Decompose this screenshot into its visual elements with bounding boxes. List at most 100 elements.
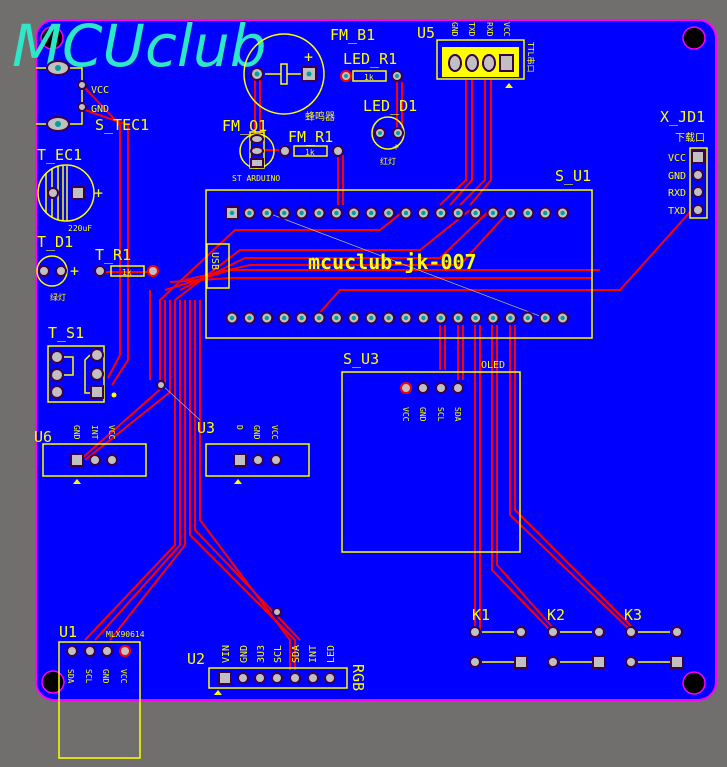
pad-hole <box>229 210 235 216</box>
svg-text:VCC: VCC <box>119 669 128 684</box>
svg-text:VCC: VCC <box>107 425 116 440</box>
svg-text:T_R1: T_R1 <box>95 246 131 264</box>
pad-hole <box>560 210 565 216</box>
k1-button[interactable]: K1 <box>469 606 528 669</box>
svg-text:GND: GND <box>668 171 686 182</box>
pad-hole <box>403 315 409 321</box>
x-jd1-download-port[interactable]: X_JD1 下载口 VCC GND RXD TXD <box>660 108 708 219</box>
svg-text:GND: GND <box>450 22 459 37</box>
svg-text:VCC: VCC <box>270 425 279 440</box>
pad-hole <box>247 315 252 321</box>
svg-text:U5: U5 <box>417 24 435 42</box>
traces <box>79 80 691 670</box>
ratsnest-lines <box>161 212 546 421</box>
svg-text:U6: U6 <box>34 428 52 446</box>
svg-text:D: D <box>235 425 244 430</box>
pad-hole <box>247 210 252 216</box>
svg-text:TXD: TXD <box>668 206 686 217</box>
svg-text:LED_D1: LED_D1 <box>363 97 417 115</box>
svg-text:绿灯: 绿灯 <box>50 292 66 302</box>
pad-hole <box>543 315 548 321</box>
pad-hole <box>386 315 391 321</box>
u2-rgb-module[interactable]: U2 VIN GND 3U3 SCL SDA INT LED RGB <box>187 645 367 695</box>
pad-hole <box>473 315 478 321</box>
svg-text:GND: GND <box>252 425 261 440</box>
svg-text:T_EC1: T_EC1 <box>37 146 82 164</box>
svg-text:OLED: OLED <box>481 360 505 371</box>
pad-hole <box>560 315 565 321</box>
s-tec1-component[interactable]: S_TEC1 VCC GND <box>36 60 149 134</box>
pad-hole <box>316 315 322 321</box>
pad-hole <box>351 315 356 321</box>
svg-text:S_TEC1: S_TEC1 <box>95 116 149 134</box>
led-d1-led[interactable]: LED_D1 + 红灯 <box>363 97 417 166</box>
pad-hole <box>334 315 339 321</box>
s-u3-oled[interactable]: S_U3 OLED VCC GND SCL SDA <box>341 350 521 553</box>
svg-text:INT: INT <box>90 425 99 440</box>
pad-hole <box>299 210 304 216</box>
svg-text:+: + <box>70 262 79 280</box>
svg-text:FM_B1: FM_B1 <box>330 26 375 44</box>
t-r1-resistor[interactable]: T_R1 1k <box>94 246 159 277</box>
pad-hole <box>508 210 513 216</box>
pad-hole <box>490 210 496 216</box>
svg-text:下载口: 下载口 <box>675 132 705 144</box>
pad-hole <box>264 315 269 321</box>
svg-text:VCC: VCC <box>401 407 410 422</box>
svg-text:LED: LED <box>326 645 337 663</box>
svg-text:K3: K3 <box>624 606 642 624</box>
t-s1-switch[interactable]: T_S1 <box>47 324 117 403</box>
svg-text:USB: USB <box>209 252 220 270</box>
pad-hole <box>386 210 391 216</box>
svg-text:+: + <box>393 142 399 153</box>
svg-text:mcuclub-jk-007: mcuclub-jk-007 <box>308 250 477 274</box>
pad-hole <box>369 315 374 321</box>
svg-text:T_S1: T_S1 <box>48 324 84 342</box>
svg-text:U3: U3 <box>197 419 215 437</box>
svg-text:S_U3: S_U3 <box>343 350 379 368</box>
svg-text:VCC: VCC <box>668 153 686 164</box>
t-ec1-capacitor[interactable]: T_EC1 + 220uF <box>37 146 103 233</box>
svg-text:FM_R1: FM_R1 <box>288 128 333 146</box>
u3-module[interactable]: U3 D GND VCC <box>197 419 310 484</box>
svg-text:1k: 1k <box>305 148 315 157</box>
svg-text:1k: 1k <box>364 73 374 82</box>
pad-hole <box>438 315 443 321</box>
k2-button[interactable]: K2 <box>547 606 606 669</box>
t-d1-led[interactable]: T_D1 + 绿灯 <box>36 233 79 302</box>
pad-hole <box>282 210 287 216</box>
svg-text:GND: GND <box>72 425 81 440</box>
u1-mlx90614-sensor[interactable]: U1 MLX90614 SDA SCL GND VCC <box>58 623 145 759</box>
pad-hole <box>456 315 461 321</box>
pad-hole <box>438 210 443 216</box>
svg-text:SCL: SCL <box>273 645 284 663</box>
svg-text:TXD: TXD <box>467 22 476 37</box>
k3-button[interactable]: K3 <box>624 606 684 669</box>
svg-text:TTL串口: TTL串口 <box>526 42 535 72</box>
pad-hole <box>316 210 322 216</box>
s-u1-arduino-module[interactable]: S_U1 ST ARDUINO USB mcuclub-jk-007 <box>205 167 593 339</box>
led-r1-resistor[interactable]: LED_R1 1k <box>340 50 403 82</box>
fm-q1-transistor[interactable]: FM_Q1 <box>222 117 275 169</box>
pad-hole <box>282 315 287 321</box>
u5-ttl-connector[interactable]: U5 GND TXD RXD VCC TTL串口 <box>417 22 535 88</box>
pad-hole <box>369 210 374 216</box>
svg-text:蜂鸣器: 蜂鸣器 <box>305 110 335 123</box>
svg-text:RXD: RXD <box>668 188 686 199</box>
pad-hole <box>473 210 478 216</box>
pad-hole <box>543 210 548 216</box>
svg-text:S_U1: S_U1 <box>555 167 591 185</box>
fm-b1-buzzer[interactable]: FM_B1 + 蜂鸣器 <box>243 26 375 123</box>
svg-text:T_D1: T_D1 <box>37 233 73 251</box>
svg-text:220uF: 220uF <box>68 224 92 233</box>
fm-r1-resistor[interactable]: FM_R1 1k <box>279 128 344 157</box>
svg-text:LED_R1: LED_R1 <box>343 50 397 68</box>
pad-hole <box>334 210 339 216</box>
svg-text:SDA: SDA <box>453 407 462 422</box>
u6-module[interactable]: U6 GND INT VCC <box>34 425 147 484</box>
pad-hole <box>403 210 409 216</box>
svg-text:RXD: RXD <box>485 22 494 37</box>
svg-text:INT: INT <box>308 645 319 663</box>
